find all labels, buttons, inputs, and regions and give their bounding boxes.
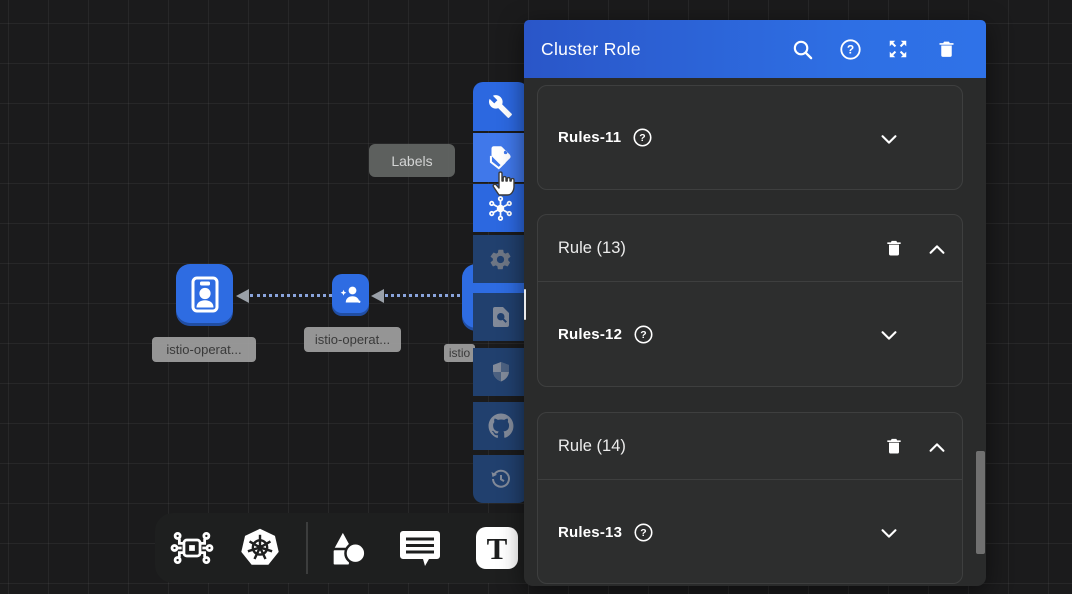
rule-title: Rule (13) [558,238,626,257]
text-tool-icon: T [476,527,518,569]
help-icon[interactable]: ? [633,324,654,345]
id-badge-icon [191,276,218,313]
edge-dotted [385,294,466,297]
node-label: istio-operat... [304,327,401,352]
svg-text:?: ? [640,132,646,144]
chevron-down-icon[interactable] [878,128,900,155]
tool-text[interactable]: T [472,513,522,583]
search-icon [793,40,812,59]
chevron-down-icon[interactable] [878,324,900,351]
component-graph-icon [170,532,214,564]
labels-tags-icon [489,146,511,170]
tool-component-graph[interactable] [167,513,217,583]
tool-kubernetes[interactable] [235,513,285,583]
rules-card: Rules-11 ? [537,85,963,190]
help-icon: ? [839,38,861,60]
delete-rule-button[interactable] [884,237,904,264]
document-search-icon [492,307,509,327]
rule-card-header[interactable]: Rule (14) [538,413,962,480]
node-service-account[interactable] [332,274,369,316]
delete-rule-button[interactable] [884,435,904,462]
rule-card: Rule (13) Rules-12 ? [537,214,963,387]
node-icon-sliver [524,289,526,320]
toolbar-button-settings[interactable] [473,235,528,283]
toolbar-button-github[interactable] [473,402,528,450]
tool-shapes[interactable] [321,513,371,583]
rules-label: Rules-11 [558,129,622,146]
user-plus-icon [340,286,360,303]
bottom-toolbar: T [155,513,555,583]
cluster-role-panel: Cluster Role ? [524,20,986,586]
rule-title: Rule (14) [558,436,626,455]
shield-icon [492,362,509,382]
shapes-icon [328,527,367,568]
toolbar-button-history[interactable] [473,455,528,503]
toolbar-button-security[interactable] [473,348,528,396]
svg-text:?: ? [846,42,853,56]
gear-icon [490,249,511,269]
help-button[interactable]: ? [838,37,862,61]
node-label: istio [444,344,475,362]
tool-comment[interactable] [395,513,445,583]
edge-dotted [250,294,332,297]
chevron-up-icon[interactable] [926,437,948,464]
panel-header[interactable]: Cluster Role ? [524,20,986,78]
chevron-up-icon[interactable] [926,239,948,266]
rule-card: Rule (14) Rules-13 ? [537,412,963,584]
toolbar-button-wrench[interactable] [473,82,528,131]
edge-arrowhead [236,289,249,303]
help-icon[interactable]: ? [632,127,653,148]
node-cluster-role[interactable] [176,264,233,326]
chevron-down-icon[interactable] [878,522,900,549]
help-icon[interactable]: ? [633,522,654,543]
panel-title: Cluster Role [541,38,641,59]
svg-text:T: T [487,531,508,566]
mouse-cursor-hand [488,164,520,203]
github-icon [488,413,513,438]
trash-icon [939,41,953,57]
rule-card-header[interactable]: Rule (13) [538,215,962,282]
toolbar-button-doc-search[interactable] [473,293,528,341]
kubernetes-icon [241,528,279,565]
search-button[interactable] [790,37,814,61]
expand-button[interactable] [886,37,910,61]
expand-fullscreen-icon [889,40,907,58]
hub-network-icon [489,195,512,221]
labels-tooltip: Labels [369,144,455,177]
comment-icon [400,531,440,566]
history-clock-icon [491,469,510,488]
toolbar-divider [306,522,308,574]
rules-label: Rules-13 [558,523,623,541]
trash-icon [887,240,901,256]
delete-button[interactable] [934,37,958,61]
node-label: istio-operat... [152,337,256,362]
panel-scrollbar-thumb[interactable] [976,451,985,554]
trash-icon [887,438,901,454]
edge-arrowhead [371,289,384,303]
wrench-icon [488,95,512,118]
svg-text:?: ? [640,329,646,341]
svg-text:?: ? [640,527,646,539]
rules-label: Rules-12 [558,326,623,343]
